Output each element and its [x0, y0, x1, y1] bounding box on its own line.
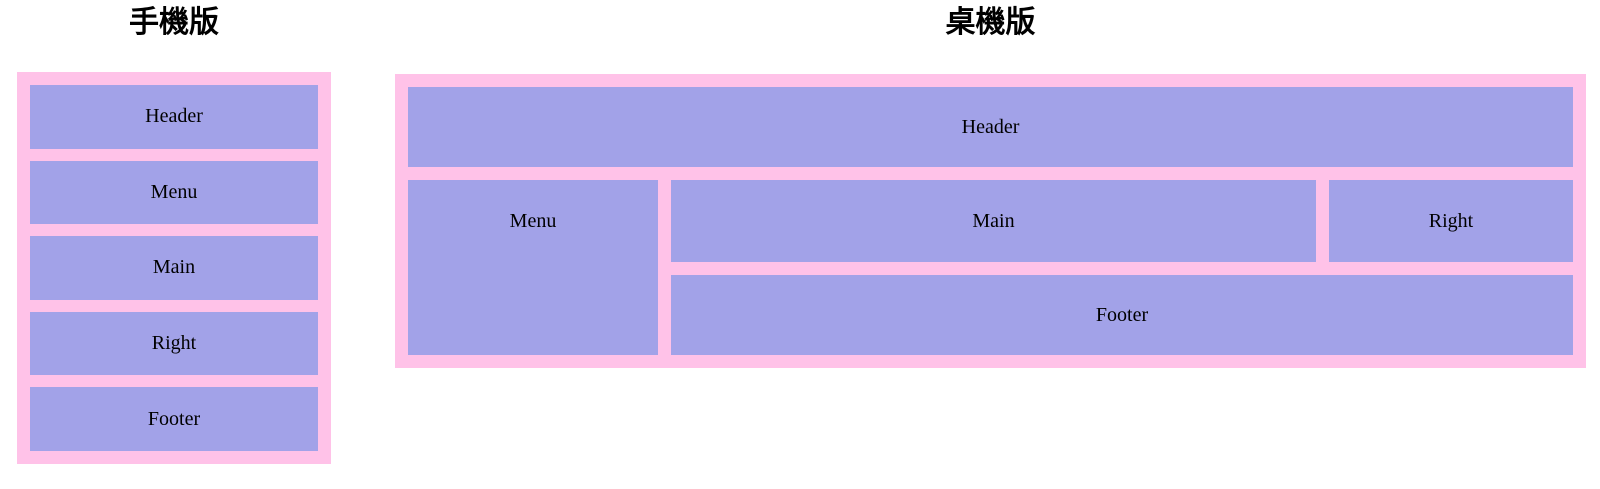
desktop-main-label: Main: [972, 209, 1015, 232]
desktop-menu-label: Menu: [509, 209, 557, 232]
mobile-footer-label: Footer: [147, 407, 201, 430]
mobile-right-box: Right: [30, 311, 318, 376]
mobile-footer-box: Footer: [30, 387, 318, 451]
desktop-footer-label: Footer: [1095, 303, 1149, 326]
desktop-header-label: Header: [961, 115, 1020, 138]
desktop-header-box: Header: [408, 87, 1573, 167]
mobile-header-label: Header: [145, 105, 203, 128]
mobile-layout-container: Header Menu Main Right Footer: [17, 72, 331, 464]
mobile-menu-box: Menu: [30, 160, 318, 225]
mobile-right-label: Right: [151, 332, 197, 355]
desktop-main-box: Main: [671, 180, 1316, 262]
desktop-version-title: 桌機版: [945, 6, 1036, 39]
desktop-layout-container: Header Menu Main Right Footer: [395, 74, 1586, 368]
mobile-main-label: Main: [152, 256, 196, 279]
desktop-footer-box: Footer: [671, 275, 1573, 355]
desktop-right-box: Right: [1329, 180, 1573, 262]
mobile-version-title: 手機版: [129, 6, 219, 39]
mobile-main-box: Main: [30, 236, 318, 300]
desktop-right-label: Right: [1428, 209, 1474, 232]
mobile-menu-label: Menu: [150, 180, 198, 203]
mobile-header-box: Header: [30, 85, 318, 149]
desktop-menu-box: Menu: [408, 180, 658, 355]
